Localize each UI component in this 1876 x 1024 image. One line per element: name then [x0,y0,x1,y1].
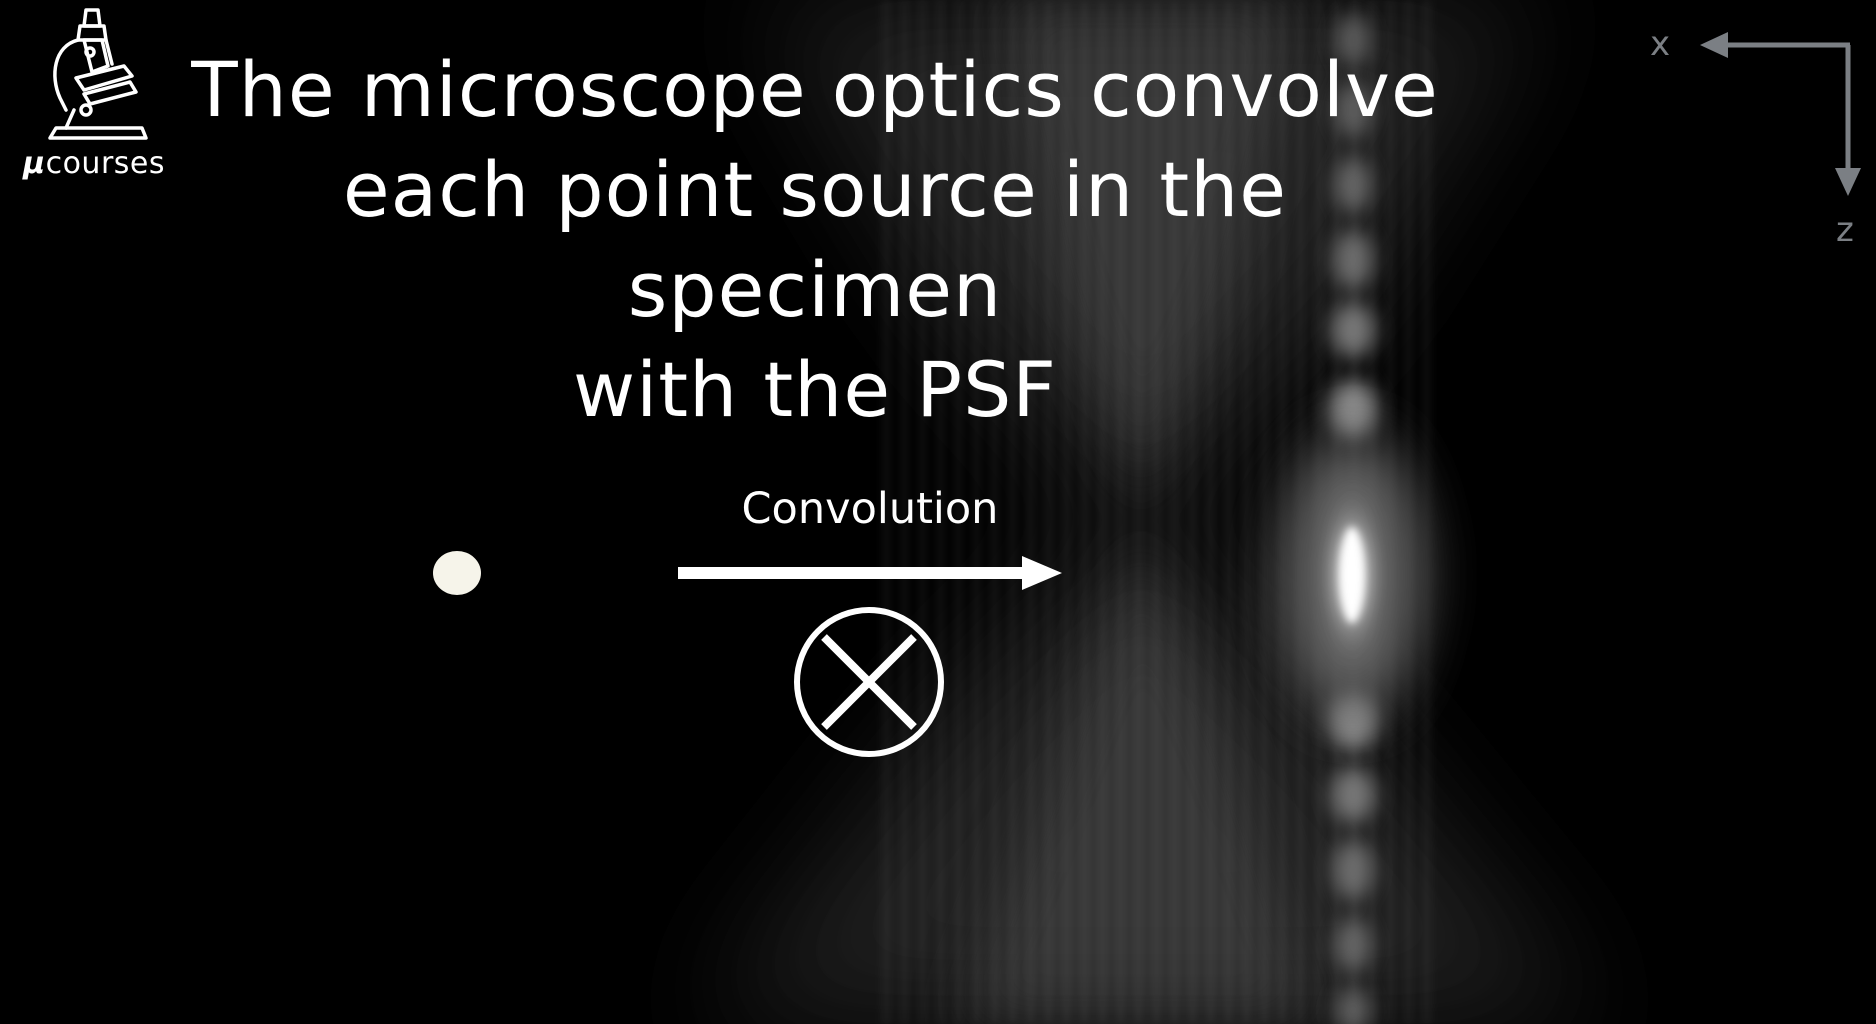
psf-side-lobe [1335,917,1371,973]
logo-text: µcourses [14,146,174,181]
psf-side-lobe [1335,157,1371,213]
x-axis-label: x [1650,24,1671,64]
logo: µcourses [14,6,174,186]
psf-side-lobe [1335,14,1371,66]
slide-title: The microscope optics convolve each poin… [180,40,1450,440]
circled-times-icon [794,607,944,757]
psf-side-lobe [1331,767,1375,823]
psf-side-lobe [1333,840,1373,900]
psf-side-lobe [1335,986,1371,1024]
point-source [433,551,481,595]
logo-courses: courses [45,146,165,181]
title-line-2: each point source in the specimen [342,145,1288,334]
psf-side-lobe [1331,302,1375,358]
psf-side-lobe [1329,380,1377,440]
axes-indicator [1700,32,1861,196]
convolution-label: Convolution [741,484,999,534]
microscope-icon [48,8,148,140]
title-line-3: with the PSF [572,345,1058,434]
logo-mu: µ [23,146,46,181]
psf-side-lobe [1335,82,1371,138]
psf-side-lobe [1333,230,1373,290]
title-line-1: The microscope optics convolve [191,45,1439,134]
z-axis-label: z [1836,210,1854,250]
convolution-arrow [678,556,1062,590]
